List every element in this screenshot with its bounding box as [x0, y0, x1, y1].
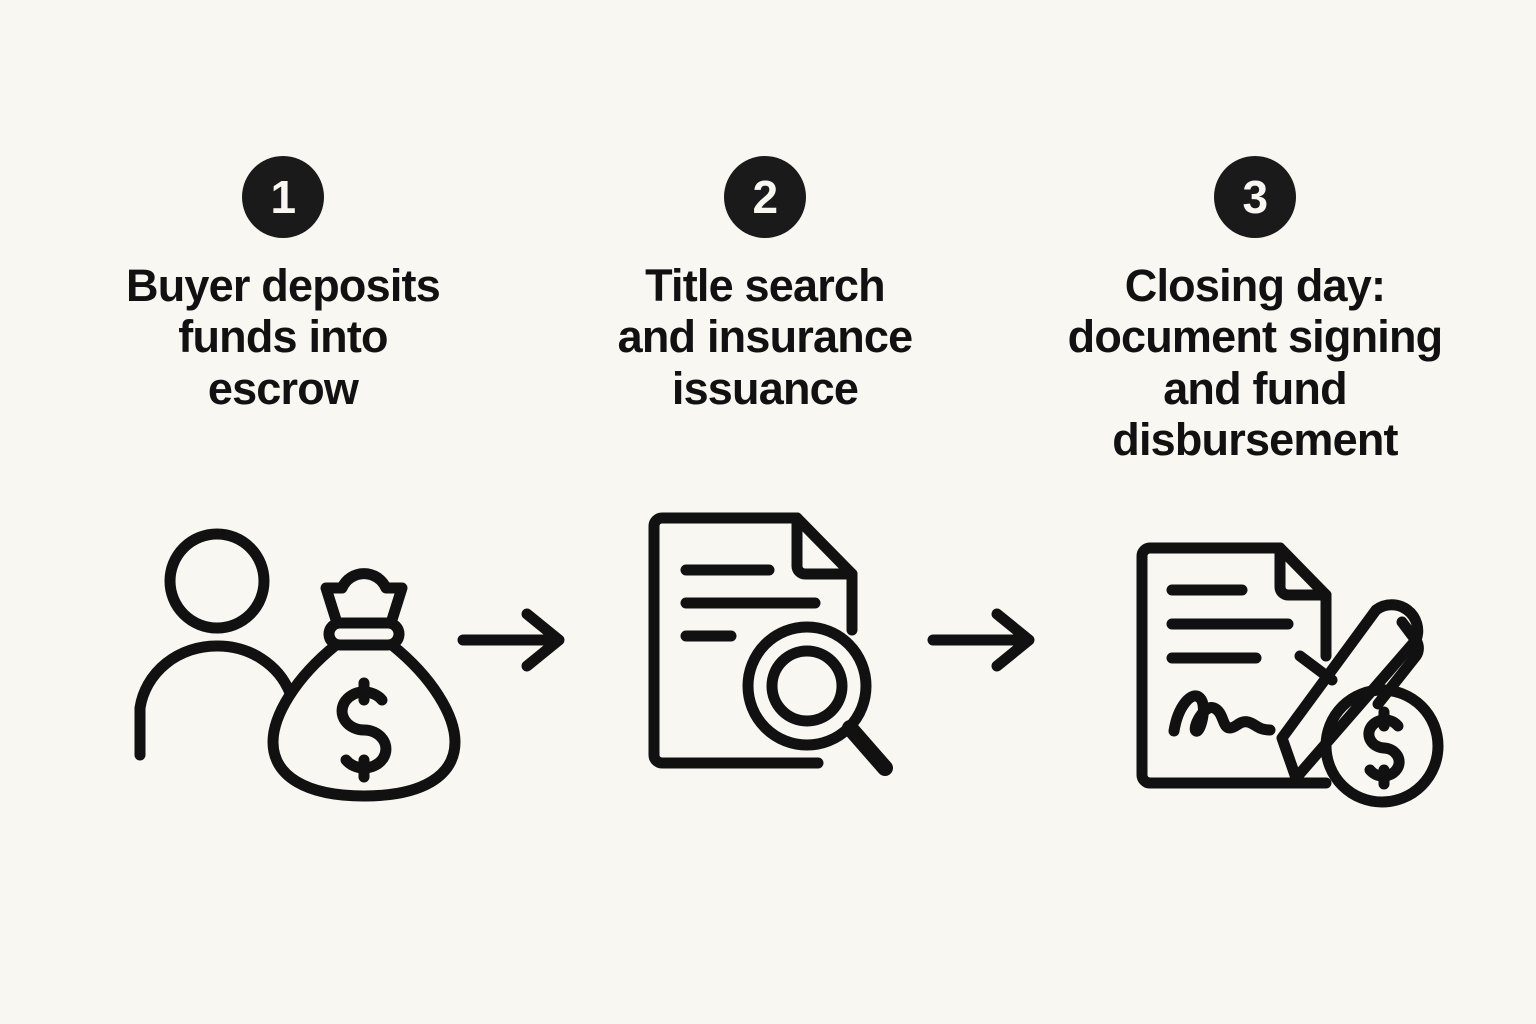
person-with-money-bag-icon — [120, 518, 461, 802]
process-step-3: 3 Closing day: document signing and fund… — [1015, 0, 1495, 465]
step-label-1: Buyer deposits funds into escrow — [126, 260, 441, 414]
arrow-step-1-to-2 — [455, 600, 575, 680]
step-label-2: Title search and insurance issuance — [617, 260, 914, 414]
step-number-badge-1: 1 — [242, 156, 324, 238]
document-with-magnifier-icon — [640, 508, 920, 808]
signed-document-with-pen-and-coin-icon — [1130, 538, 1450, 818]
process-step-1: 1 Buyer deposits funds into escrow — [53, 0, 513, 414]
step-label-3: Closing day: document signing and fund d… — [1067, 260, 1444, 465]
step-number-badge-2: 2 — [724, 156, 806, 238]
arrow-step-2-to-3 — [925, 600, 1045, 680]
step-number-badge-3: 3 — [1214, 156, 1296, 238]
process-step-2: 2 Title search and insurance issuance — [545, 0, 985, 414]
